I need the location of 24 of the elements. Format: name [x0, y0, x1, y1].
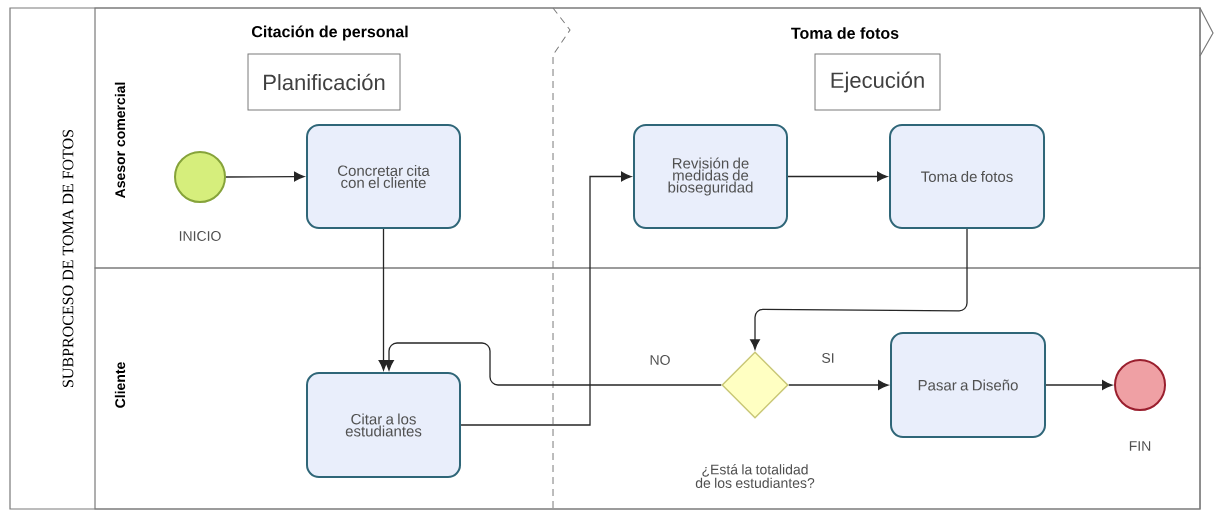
event-circle: [1114, 359, 1166, 411]
arrow: [460, 171, 632, 426]
event-label: INICIO: [179, 231, 221, 241]
arrow: [787, 171, 888, 182]
phase-box: Planificación: [247, 53, 401, 111]
decision-diamond: [721, 351, 789, 419]
event-label: ¿Está la totalidad de los estudiantes?: [695, 464, 815, 488]
task-box: Concretar cita con el cliente: [306, 124, 461, 229]
arrow: [788, 380, 889, 390]
edge-label: NO: [650, 355, 670, 365]
arrow: [384, 342, 722, 386]
task-box: Citar a los estudiantes: [306, 372, 461, 478]
phase-box: Ejecución: [814, 53, 941, 111]
arrow: [750, 228, 968, 350]
arrow: [225, 171, 305, 182]
arrow: [378, 228, 389, 371]
event-label: FIN: [1129, 441, 1151, 451]
task-box: Revisión de medidas de bioseguridad: [633, 124, 788, 229]
phase-heading: Toma de fotos: [791, 27, 899, 39]
task-box: Pasar a Diseño: [890, 332, 1046, 438]
arrow: [1045, 380, 1113, 390]
task-box: Toma de fotos: [889, 124, 1045, 229]
event-circle: [174, 151, 226, 203]
edge-label: SI: [822, 353, 834, 363]
